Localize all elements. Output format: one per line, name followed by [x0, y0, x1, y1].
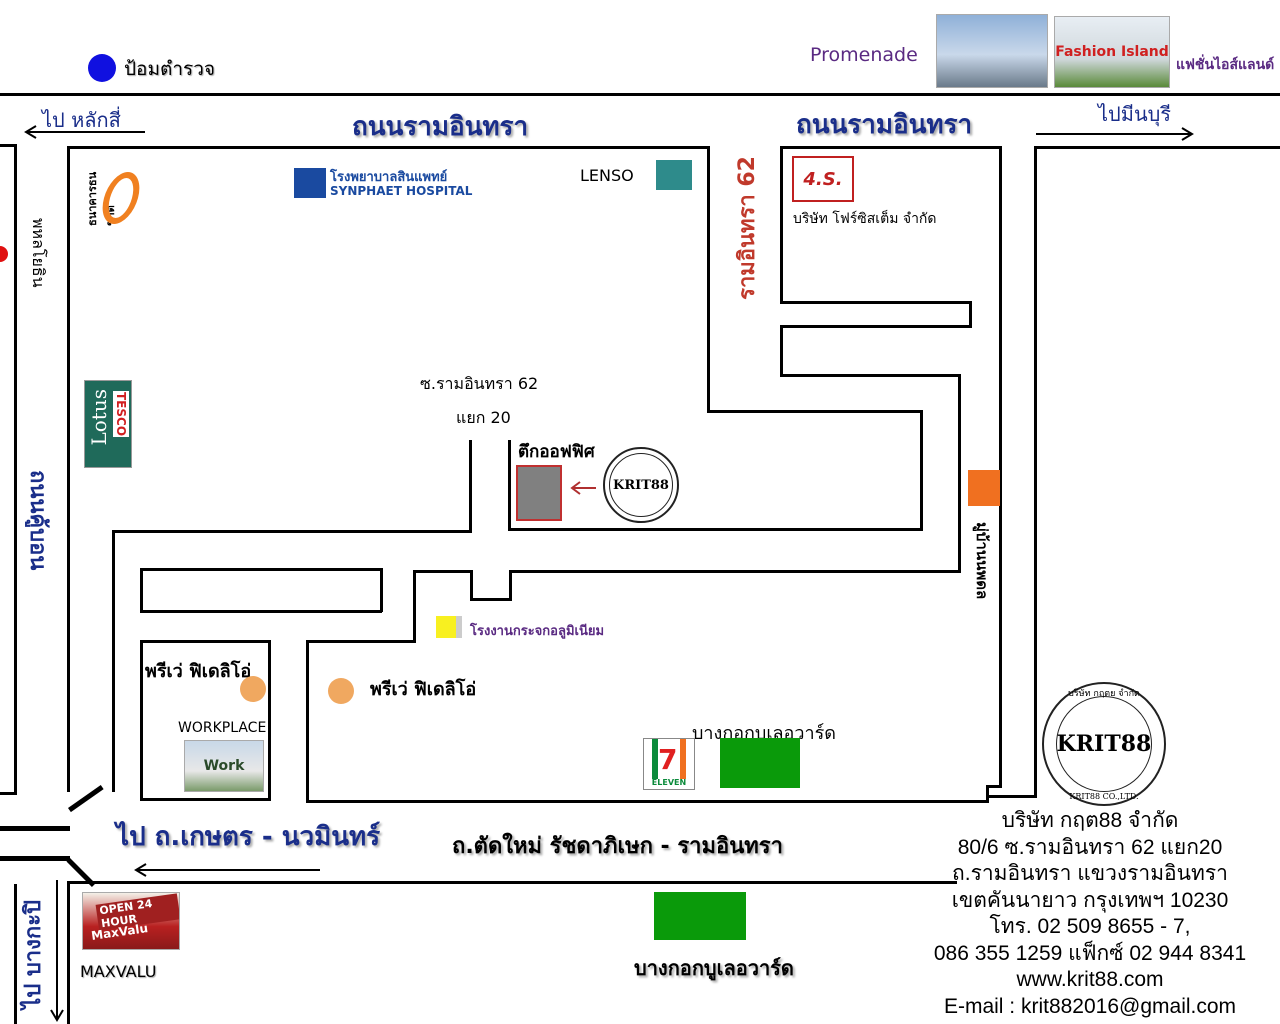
- workplace-image: Work: [184, 740, 264, 792]
- bangkok-boulevard-marker-2: [654, 892, 746, 940]
- office-building-marker: [516, 465, 562, 521]
- four-systems-logo: 4.S.: [792, 156, 854, 202]
- lotus-text: Lotus: [87, 389, 111, 446]
- fashion-island-image: Fashion Island: [1054, 16, 1170, 88]
- four-systems-label: บริษัท โฟร์ซิสเต็ม จำกัด: [793, 211, 937, 227]
- maxvalu-image: OPEN 24 HOUR MaxValu: [82, 892, 180, 950]
- krit88-small-logo: KRIT88: [603, 447, 679, 523]
- tesco-text: TESCO: [113, 391, 129, 438]
- company-address-1: 80/6 ซ.รามอินทรา 62 แยก20: [957, 835, 1223, 859]
- company-email[interactable]: E-mail : krit882016@gmail.com: [943, 994, 1237, 1018]
- company-address-2: ถ.รามอินทรา แขวงรามอินทรา: [952, 862, 1228, 885]
- company-phone-2: 086 355 1259 แฟ็กซ์ 02 944 8341: [933, 941, 1247, 965]
- road-label-village: มู่บ้านนพดล: [973, 522, 991, 600]
- thanachart-logo: ธนาคารธนชาต: [84, 158, 145, 226]
- police-label: ป้อมตำรวจ: [124, 58, 216, 80]
- road-label-to-laksi: ไป หลักสี่: [42, 108, 121, 132]
- fidelio-marker-2: [328, 678, 354, 704]
- company-info: บริษัท กฤต88 จำกัด 80/6 ซ.รามอินทรา 62 แ…: [910, 808, 1270, 1020]
- road-label-to-kaset: ไป ถ.เกษตร - นวมินทร์: [116, 822, 381, 852]
- krit88-large-logo: KRIT88 บริษัท กฤตย จำกัด KRIT88 CO.,LTD.: [1042, 682, 1166, 806]
- road-label-ramintra-right: ถนนรามอินทรา: [796, 110, 973, 140]
- seven-eleven-text: ELEVEN: [651, 778, 687, 787]
- company-address-3: เขตคันนายาว กรุงเทพฯ 10230: [951, 888, 1229, 912]
- road-label-to-bangkapi: ไป บางกะปิ: [21, 900, 46, 1009]
- four-systems-logo-text: 4.S.: [803, 168, 843, 190]
- synphaet-thai-label: โรงพยาบาลสินแพทย์: [330, 170, 448, 185]
- promenade-label: Promenade: [810, 44, 918, 66]
- fidelio-label-2: พรีเว่ ฟิเดลิโอ่: [370, 679, 477, 700]
- fidelio-marker-1: [240, 676, 266, 702]
- fashion-island-label: แฟชั่นไอส์แลนด์: [1176, 57, 1275, 73]
- road-label-yaek-20: แยก 20: [456, 408, 511, 427]
- glass-factory-label: โรงงานกระจกอลูมิเนียม: [470, 624, 605, 639]
- tesco-lotus-logo: TESCO Lotus: [84, 380, 132, 468]
- synphaet-icon: [294, 168, 326, 198]
- road-label-khubon: ถนนคู้บอน: [25, 470, 50, 571]
- seven-eleven-number-icon: 7: [658, 743, 678, 776]
- seven-eleven-logo: 7 ELEVEN: [643, 738, 695, 790]
- road-label-ramintra-left: ถนนรามอินทรา: [352, 112, 529, 142]
- company-phone-1: โทร. 02 509 8655 - 7,: [989, 915, 1191, 938]
- workplace-label: WORKPLACE: [178, 720, 267, 736]
- krit88-ring-bottom: KRIT88 CO.,LTD.: [1069, 792, 1139, 801]
- company-website[interactable]: www.krit88.com: [1016, 968, 1164, 991]
- workplace-image-text: Work: [203, 758, 245, 774]
- road-label-phahonyothin: พหลโยธิน: [29, 218, 48, 288]
- company-name: บริษัท กฤต88 จำกัด: [1001, 809, 1179, 832]
- promenade-image: [936, 14, 1048, 88]
- road-label-new-road: ถ.ตัดใหม่ รัชดาภิเษก - รามอินทรา: [452, 834, 783, 859]
- office-building-label: ตึกออฟฟิศ: [518, 442, 595, 462]
- synphaet-english-label: SYNPHAET HOSPITAL: [330, 184, 473, 198]
- police-marker: [88, 54, 116, 82]
- krit88-ring-top: บริษัท กฤตย จำกัด: [1068, 689, 1140, 699]
- glass-factory-marker: [436, 616, 462, 638]
- red-dot-marker: [0, 246, 8, 262]
- road-label-ramintra-62: รามอินทรา 62: [735, 156, 760, 300]
- orange-marker: [968, 470, 1000, 506]
- lenso-marker: [656, 160, 692, 190]
- fashion-island-logo-text: Fashion Island: [1055, 44, 1169, 60]
- bangkok-boulevard-marker-1: [720, 738, 800, 788]
- lenso-label: LENSO: [580, 166, 634, 185]
- road-label-soi-62: ซ.รามอินทรา 62: [420, 374, 539, 393]
- road-label-to-minburi: ไปมีนบุรี: [1098, 102, 1172, 126]
- fidelio-label-1: พรีเว่ ฟิเดลิโอ่: [145, 661, 252, 682]
- bangkok-boulevard-label-2: บางกอกบูเลอวาร์ด: [634, 956, 794, 980]
- maxvalu-label: MAXVALU: [80, 962, 157, 981]
